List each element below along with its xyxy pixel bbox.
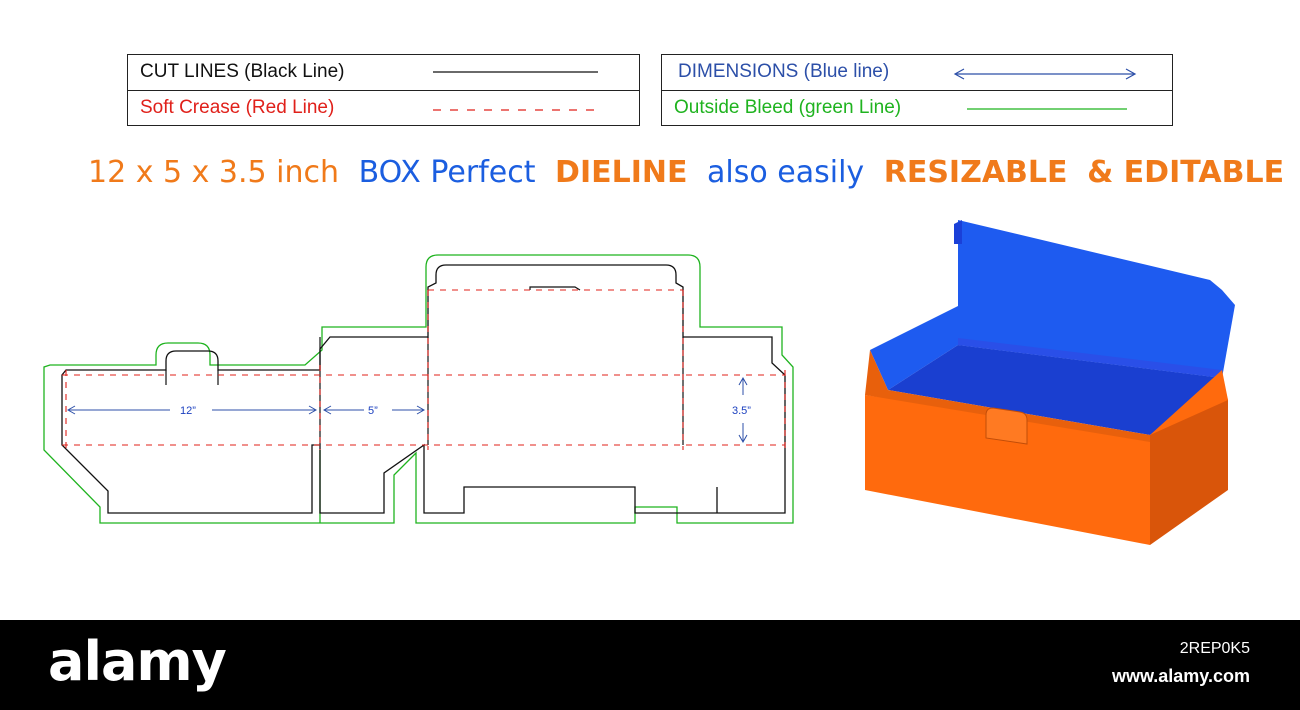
dimension-arrows: [66, 376, 748, 444]
dimension-label-length: 12”: [180, 405, 196, 417]
legend-table-right: DIMENSIONS (Blue line) Outside Bleed (gr…: [661, 54, 1173, 126]
box-inner-back: [958, 338, 1222, 378]
headline-part-also-easily: also easily: [707, 155, 865, 190]
cut-line-outline: [61, 264, 786, 514]
image-id: 2REP0K5: [1179, 640, 1250, 657]
dimension-label-width: 5”: [368, 405, 378, 417]
box-dieline: 12” 5” 3.5”: [43, 254, 794, 524]
bleed-line-sample: [967, 108, 1127, 110]
box-inner-floor: [888, 345, 1222, 435]
box-front-face: [865, 395, 1150, 545]
legend-row-dimensions: DIMENSIONS (Blue line): [662, 55, 1172, 89]
box-lid: [958, 220, 1235, 378]
box-right-top: [1150, 370, 1228, 435]
internal-cut-lines: [165, 286, 684, 445]
box-front-top-edge: [865, 350, 1150, 442]
box-front-tab: [985, 407, 1028, 445]
headline: 12 x 5 x 3.5 inch BOX Perfect DIELINE al…: [88, 148, 1284, 198]
legend-label-dimensions: DIMENSIONS (Blue line): [678, 61, 890, 82]
dimension-label-height: 3.5”: [732, 405, 751, 417]
crease-line-sample: [433, 109, 598, 111]
site-url: www.alamy.com: [1111, 666, 1250, 686]
legend-label-soft-crease: Soft Crease (Red Line): [140, 97, 335, 118]
dimension-arrow-sample: [953, 68, 1137, 80]
outside-bleed-line: [43, 254, 794, 524]
box-inner-left-wall: [870, 306, 958, 390]
headline-part-editable: & EDITABLE: [1087, 155, 1285, 190]
brand-logo: alamy: [48, 630, 227, 693]
legend-row-soft-crease: Soft Crease (Red Line): [128, 90, 639, 125]
headline-part-size: 12 x 5 x 3.5 inch: [88, 155, 340, 190]
legend-table-left: CUT LINES (Black Line) Soft Crease (Red …: [127, 54, 640, 126]
legend-row-cut-lines: CUT LINES (Black Line): [128, 55, 639, 89]
box-3d-render: [865, 220, 1235, 545]
crease-lines: [62, 289, 786, 450]
box-lid-flap: [954, 220, 962, 244]
legend-label-cut-lines: CUT LINES (Black Line): [140, 61, 345, 82]
headline-part-box-perfect: BOX Perfect: [358, 155, 536, 190]
footer-bar: alamy 2REP0K5 www.alamy.com: [0, 620, 1300, 710]
legend-row-outside-bleed: Outside Bleed (green Line): [662, 90, 1172, 125]
headline-part-resizable: RESIZABLE: [883, 155, 1068, 190]
cut-line-sample: [433, 71, 598, 73]
headline-part-dieline: DIELINE: [555, 155, 688, 190]
legend-label-outside-bleed: Outside Bleed (green Line): [674, 97, 902, 118]
